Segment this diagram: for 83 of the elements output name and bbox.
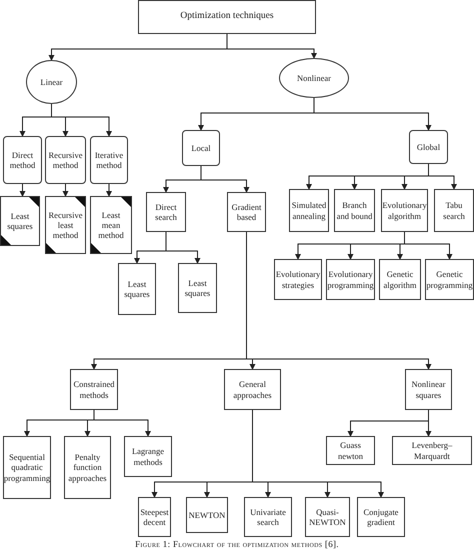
node-label: Steepest decent (140, 506, 169, 528)
process-box (289, 189, 329, 232)
arrow (106, 184, 112, 197)
node-label: Nonlinear (297, 72, 331, 84)
arrow (226, 34, 317, 59)
process-box (244, 497, 292, 537)
node-label: Lagrange methods (130, 446, 166, 467)
arrow (404, 232, 452, 260)
process-box (434, 189, 474, 232)
arrow (246, 232, 432, 370)
arrow (200, 166, 250, 193)
process-box (224, 369, 281, 410)
node-label: Evolutionary programming (327, 269, 374, 290)
category-ellipse (26, 60, 77, 104)
node-label: Guass newton (336, 440, 364, 461)
arrow (166, 232, 200, 264)
node-label: Recursive method (48, 150, 84, 170)
arrow (252, 410, 384, 498)
process-box (64, 436, 111, 499)
node-label: Tabu search (442, 200, 466, 221)
process-box (381, 189, 428, 232)
node-label: Univariate search (249, 506, 287, 528)
process-box (178, 263, 217, 313)
category-box (45, 136, 86, 184)
category-box (90, 136, 128, 184)
node-label: Direct search (154, 202, 178, 222)
arrow (20, 184, 26, 197)
category-box (182, 130, 220, 166)
process-box (70, 369, 118, 410)
node-label: Least squares (184, 278, 212, 298)
node-label: NEWTON (188, 510, 226, 520)
node-label: Branch and bound (336, 200, 373, 221)
process-box (326, 259, 375, 300)
node-label: Iterative method (94, 150, 124, 170)
node-label: Least squares (6, 210, 34, 232)
node-label: Direct method (8, 150, 36, 170)
node-label: Penalty function approaches (67, 452, 108, 483)
category-box (3, 136, 42, 184)
arrow (62, 184, 68, 197)
node-label: Optimization techniques (180, 11, 274, 23)
process-box (334, 189, 375, 232)
folded-corner-box (0, 196, 40, 246)
node-label: Global (416, 142, 440, 152)
process-box (124, 436, 172, 477)
figure-caption: Figure 1: Flowchart of the optimization methods [6]. (134, 539, 340, 549)
process-box (392, 436, 472, 465)
node-label: Recursive least method (48, 210, 84, 240)
process-box (146, 192, 186, 232)
arrow (428, 164, 457, 190)
node-label: Nonlinear squares (410, 379, 446, 400)
process-box (186, 497, 228, 533)
process-box (379, 259, 421, 300)
node-label: Evolutionary strategies (276, 269, 320, 290)
folded-corner-box (45, 196, 86, 254)
node-label: Quasi-NEWTON (308, 506, 347, 528)
node-label: Genetic programming (426, 269, 473, 290)
process-box (274, 259, 322, 300)
process-box (118, 263, 156, 315)
node-label: General approaches (232, 379, 273, 400)
process-box (305, 497, 350, 537)
node-label: Constrained methods (72, 379, 116, 400)
category-box (409, 130, 448, 164)
node-label: Least squares (123, 278, 151, 300)
process-box (425, 259, 474, 300)
node-label: Levenberg–Marquardt (410, 440, 454, 461)
node-label: Evolutionary algorithm (382, 200, 427, 221)
process-box (357, 497, 405, 537)
process-box (326, 436, 375, 465)
node-label: Gradient based (230, 202, 262, 222)
process-box (227, 192, 266, 232)
node-label: Genetic algorithm (382, 269, 418, 290)
node-label: Least mean method (97, 210, 125, 240)
folded-corner-box (90, 196, 132, 254)
process-box (3, 436, 51, 499)
node-label: Conjugate gradient (362, 506, 400, 528)
node-label: Simulated annealing (291, 200, 327, 221)
process-box (405, 369, 452, 410)
node-label: Local (191, 142, 211, 154)
process-box (138, 497, 171, 537)
node-label: Sequential quadratic programming (4, 452, 50, 483)
process-box (138, 0, 316, 34)
node-label: Linear (40, 76, 63, 88)
arrow (426, 410, 432, 437)
